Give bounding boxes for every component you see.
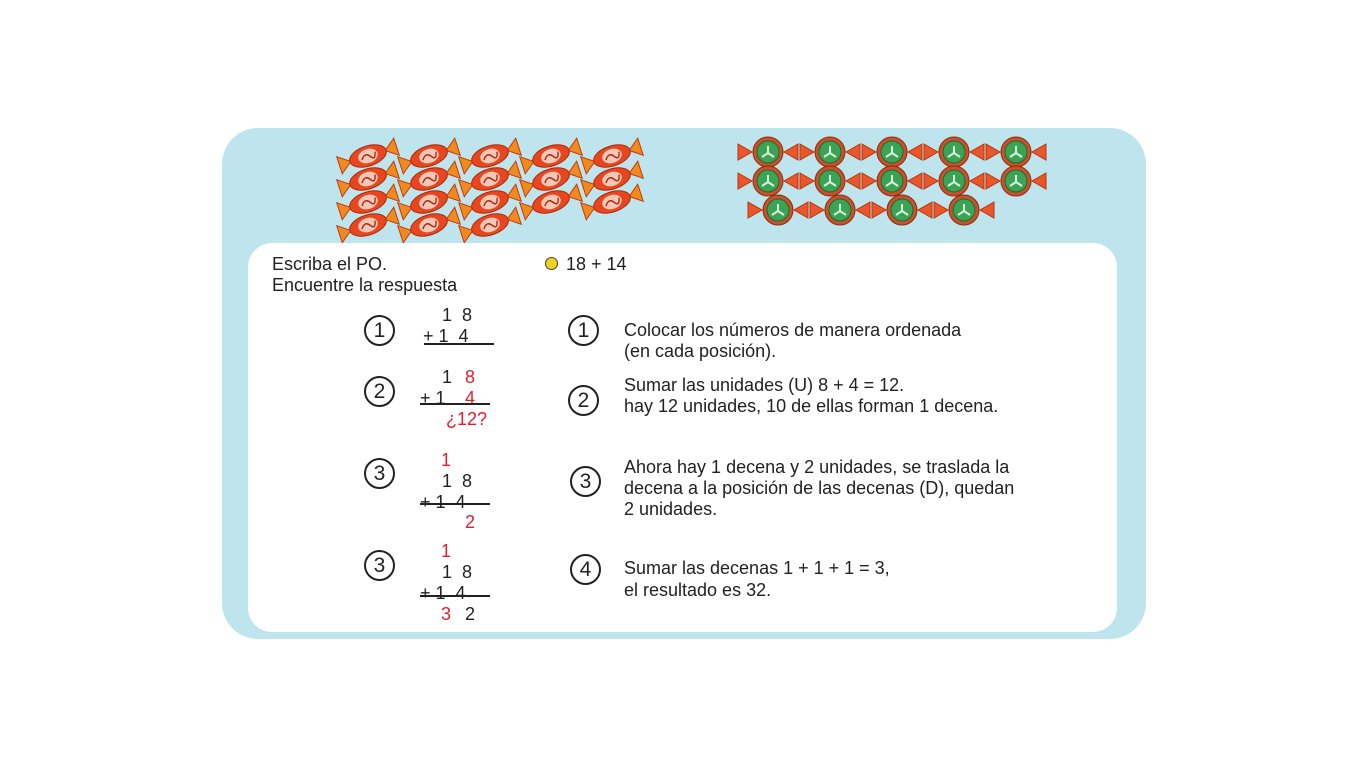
wrapped-candy-orange-icon bbox=[579, 183, 645, 221]
wrapped-candy-green-icon bbox=[923, 136, 985, 168]
explanation-1-line-2: (en cada posición). bbox=[624, 341, 777, 361]
explanation-1-marker: 1 bbox=[568, 315, 599, 346]
wrapped-candy-green-icon bbox=[923, 165, 985, 197]
step-4-top-number: 1 8 bbox=[442, 562, 473, 582]
step-3-marker: 3 bbox=[364, 458, 395, 489]
step-1-sum-line bbox=[424, 343, 494, 345]
step-2-sum-line bbox=[420, 403, 490, 405]
wrapped-candy-orange-icon bbox=[457, 206, 523, 244]
wrapped-candy-orange-icon bbox=[335, 160, 401, 198]
wrapped-candy-green-icon bbox=[799, 136, 861, 168]
step-3-top-number: 1 8 bbox=[442, 471, 473, 491]
explanation-1-line-1: Colocar los números de manera ordenada bbox=[624, 320, 962, 340]
step-2-marker: 2 bbox=[364, 376, 395, 407]
wrapped-candy-green-icon bbox=[871, 194, 933, 226]
explanation-4-marker: 4 bbox=[570, 554, 601, 585]
explanation-2-line-2: hay 12 unidades, 10 de ellas forman 1 de… bbox=[624, 396, 999, 416]
explanation-3-line-3: 2 unidades. bbox=[624, 499, 718, 519]
wrapped-candy-orange-icon bbox=[518, 160, 584, 198]
wrapped-candy-orange-icon bbox=[335, 183, 401, 221]
step-4-carry: 1 bbox=[441, 541, 452, 561]
wrapped-candy-orange-icon bbox=[396, 183, 462, 221]
step-2-question: ¿12? bbox=[446, 409, 488, 429]
wrapped-candy-green-icon bbox=[737, 165, 799, 197]
orange-candies-group bbox=[335, 137, 645, 244]
wrapped-candy-orange-icon bbox=[396, 206, 462, 244]
green-candies-group bbox=[737, 136, 1047, 226]
step-1-marker: 1 bbox=[364, 315, 395, 346]
wrapped-candy-green-icon bbox=[809, 194, 871, 226]
wrapped-candy-orange-icon bbox=[457, 160, 523, 198]
wrapped-candy-green-icon bbox=[861, 165, 923, 197]
step-2-top-tens: 1 bbox=[442, 367, 453, 387]
wrapped-candy-orange-icon bbox=[335, 137, 401, 175]
wrapped-candy-green-icon bbox=[799, 165, 861, 197]
wrapped-candy-orange-icon bbox=[579, 137, 645, 175]
step-2-plus-tens: + 1 bbox=[420, 388, 446, 408]
step-3-sum-line bbox=[420, 503, 490, 505]
step-4-result-tens: 3 bbox=[441, 604, 452, 624]
instruction-write-po: Escriba el PO. bbox=[272, 254, 388, 274]
wrapped-candy-orange-icon bbox=[335, 206, 401, 244]
step-1-top-number: 1 8 bbox=[442, 305, 473, 325]
step-3-result-units: 2 bbox=[465, 512, 476, 532]
explanation-4-line-2: el resultado es 32. bbox=[624, 580, 772, 600]
explanation-2-line-1: Sumar las unidades (U) 8 + 4 = 12. bbox=[624, 375, 905, 395]
wrapped-candy-green-icon bbox=[747, 194, 809, 226]
addition-expression: 18 + 14 bbox=[566, 254, 627, 274]
wrapped-candy-orange-icon bbox=[396, 160, 462, 198]
explanation-4-line-1: Sumar las decenas 1 + 1 + 1 = 3, bbox=[624, 558, 890, 578]
wrapped-candy-green-icon bbox=[985, 136, 1047, 168]
step-4-result-units: 2 bbox=[465, 604, 476, 624]
step-2-plus-units: 4 bbox=[465, 388, 476, 408]
step-2-top-units: 8 bbox=[465, 367, 476, 387]
step-3-second-number: + 1 4 bbox=[420, 492, 466, 512]
wrapped-candy-green-icon bbox=[737, 136, 799, 168]
step-4-second-number: + 1 4 bbox=[420, 583, 466, 603]
explanation-3-line-1: Ahora hay 1 decena y 2 unidades, se tras… bbox=[624, 457, 1010, 477]
step-4-marker: 3 bbox=[364, 550, 395, 581]
explanation-2-marker: 2 bbox=[568, 385, 599, 416]
wrapped-candy-orange-icon bbox=[579, 160, 645, 198]
wrapped-candy-orange-icon bbox=[396, 137, 462, 175]
instruction-find-answer: Encuentre la respuesta bbox=[272, 275, 458, 295]
yellow-bullet-icon bbox=[545, 257, 558, 270]
wrapped-candy-orange-icon bbox=[518, 183, 584, 221]
step-1-second-number: + 1 4 bbox=[423, 326, 469, 346]
wrapped-candy-green-icon bbox=[861, 136, 923, 168]
wrapped-candy-green-icon bbox=[933, 194, 995, 226]
explanation-3-marker: 3 bbox=[570, 466, 601, 497]
explanation-3-line-2: decena a la posición de las decenas (D),… bbox=[624, 478, 1015, 498]
step-3-carry: 1 bbox=[441, 450, 452, 470]
wrapped-candy-green-icon bbox=[985, 165, 1047, 197]
step-4-sum-line bbox=[420, 595, 490, 597]
wrapped-candy-orange-icon bbox=[457, 137, 523, 175]
wrapped-candy-orange-icon bbox=[518, 137, 584, 175]
wrapped-candy-orange-icon bbox=[457, 183, 523, 221]
